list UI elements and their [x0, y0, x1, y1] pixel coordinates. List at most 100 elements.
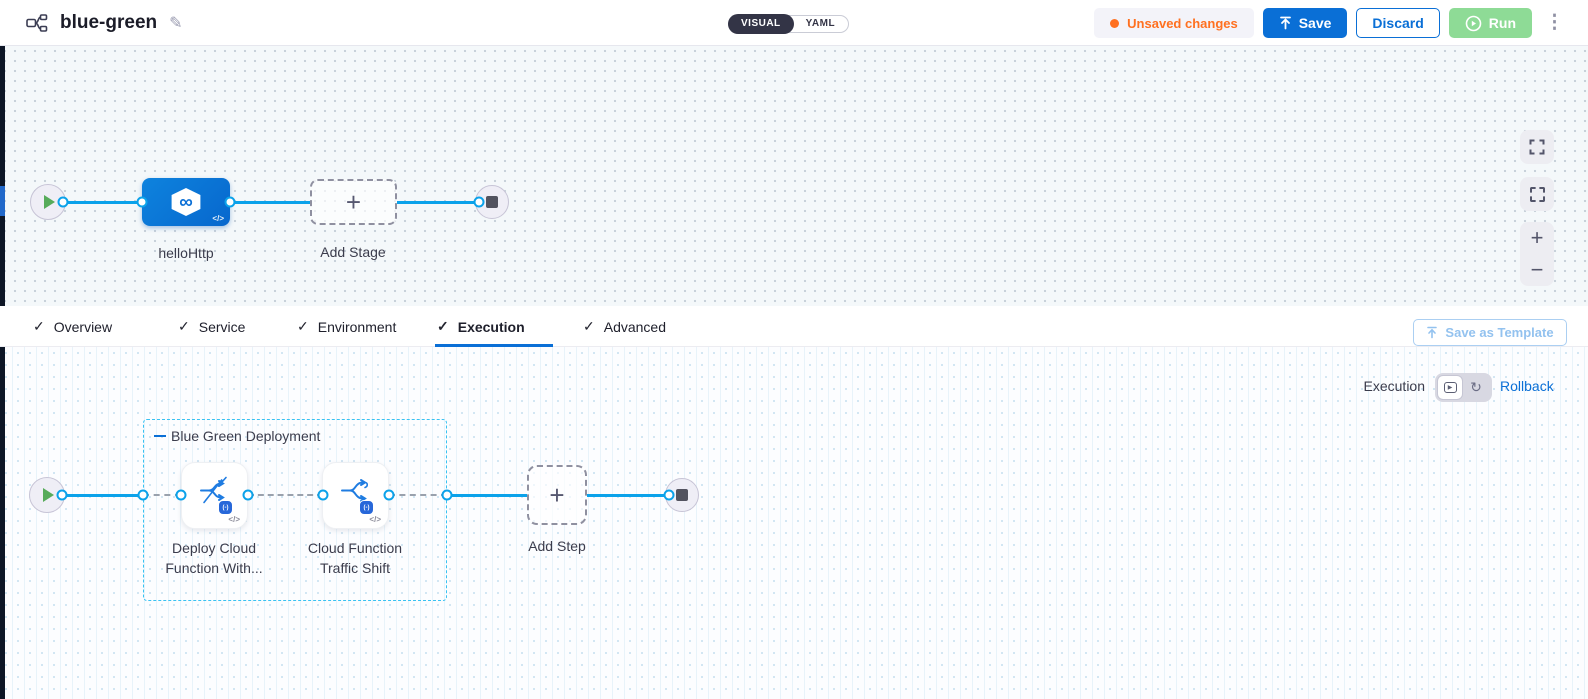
edge-step1-step2	[248, 494, 323, 496]
deploy-stage-icon: ∞	[171, 188, 201, 216]
connector-dot[interactable]	[473, 196, 485, 208]
save-as-template-button[interactable]: Save as Template	[1413, 319, 1567, 346]
header-bar: blue-green ✎ VISUAL YAML Unsaved changes…	[0, 0, 1588, 46]
traffic-shift-icon	[339, 475, 373, 510]
add-stage-label: Add Stage	[320, 244, 386, 260]
start-play-icon	[43, 488, 54, 502]
tab-execution[interactable]: ✓ Execution	[437, 306, 525, 347]
step-group-label: Blue Green Deployment	[171, 428, 321, 444]
more-options-kebab-icon[interactable]: ⋮	[1545, 12, 1564, 33]
connector-dot[interactable]	[317, 489, 329, 501]
check-icon: ✓	[297, 318, 309, 334]
stage-node-hellohttp[interactable]: ∞ </>	[142, 178, 230, 226]
pipeline-title: blue-green	[60, 11, 158, 33]
tab-overview[interactable]: ✓ Overview	[33, 306, 112, 347]
step-group-blue-green[interactable]: Blue Green Deployment	[143, 419, 447, 601]
connector-dot[interactable]	[56, 489, 68, 501]
edge-stage-addstage	[230, 201, 310, 204]
execution-mode-label: Execution	[1363, 378, 1425, 394]
step-deploy-cloud-function[interactable]: (-) </>	[181, 462, 248, 529]
tab-label: Service	[198, 318, 246, 335]
connector-dot[interactable]	[441, 489, 453, 501]
toggle-visual[interactable]: VISUAL	[728, 14, 794, 34]
connector-dot[interactable]	[175, 489, 187, 501]
fullscreen-button[interactable]	[1520, 130, 1554, 164]
add-step-button[interactable]: +	[527, 465, 587, 525]
edge-group-step1	[143, 494, 181, 496]
edge-step2-groupend	[389, 494, 447, 496]
connector-dot[interactable]	[224, 196, 236, 208]
active-tab-underline	[435, 344, 553, 347]
group-collapse-dash-icon[interactable]	[154, 435, 166, 437]
rollback-link[interactable]: Rollback	[1500, 378, 1554, 394]
deploy-no-traffic-icon	[198, 475, 232, 510]
connector-dot[interactable]	[136, 196, 148, 208]
connector-dot[interactable]	[383, 489, 395, 501]
template-upload-icon	[1426, 326, 1438, 339]
header-actions: Unsaved changes Save Discard	[1094, 8, 1568, 38]
selection-icon	[1529, 186, 1545, 202]
tab-label: Overview	[53, 318, 113, 335]
check-icon: ✓	[33, 318, 45, 334]
connector-dot[interactable]	[663, 489, 675, 501]
edge-group-addstep	[447, 494, 527, 497]
unsaved-changes-badge: Unsaved changes	[1094, 8, 1254, 38]
discard-button[interactable]: Discard	[1356, 8, 1440, 38]
left-nav-strip	[0, 46, 5, 306]
visual-yaml-toggle: VISUAL YAML	[728, 14, 850, 34]
execution-rollback-toggle: ▶ ↻	[1435, 373, 1492, 402]
step-code-icon: </>	[228, 515, 240, 524]
execution-mode-button[interactable]: ▶	[1437, 375, 1463, 400]
edge-start-group	[62, 494, 143, 497]
save-button[interactable]: Save	[1262, 8, 1348, 38]
tab-advanced[interactable]: ✓ Advanced	[583, 306, 666, 347]
unsaved-label: Unsaved changes	[1127, 15, 1238, 31]
add-stage-button[interactable]: +	[310, 179, 397, 225]
zoom-in-button[interactable]: +	[1530, 225, 1544, 250]
end-stop-icon	[486, 196, 498, 208]
save-as-template-label: Save as Template	[1445, 325, 1554, 340]
end-stop-icon	[676, 489, 688, 501]
step1-label: Deploy Cloud Function With...	[165, 540, 263, 576]
edit-pencil-icon[interactable]: ✎	[169, 14, 183, 32]
connector-dot[interactable]	[57, 196, 69, 208]
stage-code-icon: </>	[212, 214, 224, 223]
execution-canvas[interactable]: Execution ▶ ↻ Rollback Blue Green Deploy…	[0, 347, 1588, 699]
step-traffic-shift[interactable]: (-) </>	[322, 462, 389, 529]
zoom-out-button[interactable]: −	[1530, 257, 1544, 282]
tab-label: Execution	[457, 318, 525, 335]
run-button[interactable]: Run	[1448, 8, 1532, 38]
tab-label: Environment	[317, 318, 397, 335]
toggle-yaml[interactable]: YAML	[805, 18, 836, 29]
stage-label: helloHttp	[158, 245, 214, 261]
start-play-icon	[44, 195, 55, 209]
unsaved-dot-icon	[1110, 18, 1120, 28]
fit-selection-button[interactable]	[1520, 177, 1554, 211]
header-left: blue-green ✎	[0, 12, 183, 34]
tab-label: Advanced	[603, 318, 667, 335]
zoom-controls: + −	[1520, 222, 1554, 286]
connector-dot[interactable]	[137, 489, 149, 501]
pipeline-icon	[26, 13, 48, 32]
upload-icon	[1279, 16, 1292, 30]
edge-start-stage	[63, 201, 143, 204]
step-code-icon: </>	[369, 515, 381, 524]
stage-config-tabbar: ✓ Overview ✓ Service ✓ Environment ✓ Exe…	[0, 306, 1588, 347]
stage-canvas[interactable]: ∞ </> + helloHttp Add Stage	[0, 46, 1588, 306]
check-icon: ✓	[178, 318, 190, 334]
connector-dot[interactable]	[242, 489, 254, 501]
rollback-mode-button[interactable]: ↻	[1463, 375, 1489, 400]
fullscreen-icon	[1529, 139, 1545, 155]
rollback-icon: ↻	[1470, 379, 1482, 395]
save-label: Save	[1298, 15, 1332, 31]
function-badge-icon: (-)	[359, 500, 374, 515]
check-icon: ✓	[437, 318, 449, 334]
check-icon: ✓	[583, 318, 595, 334]
execution-steps-icon: ▶	[1443, 382, 1457, 393]
tab-service[interactable]: ✓ Service	[178, 306, 245, 347]
run-label: Run	[1488, 15, 1516, 31]
add-stage-plus-icon: +	[345, 187, 362, 217]
tab-environment[interactable]: ✓ Environment	[297, 306, 396, 347]
edge-addstage-end	[397, 201, 479, 204]
